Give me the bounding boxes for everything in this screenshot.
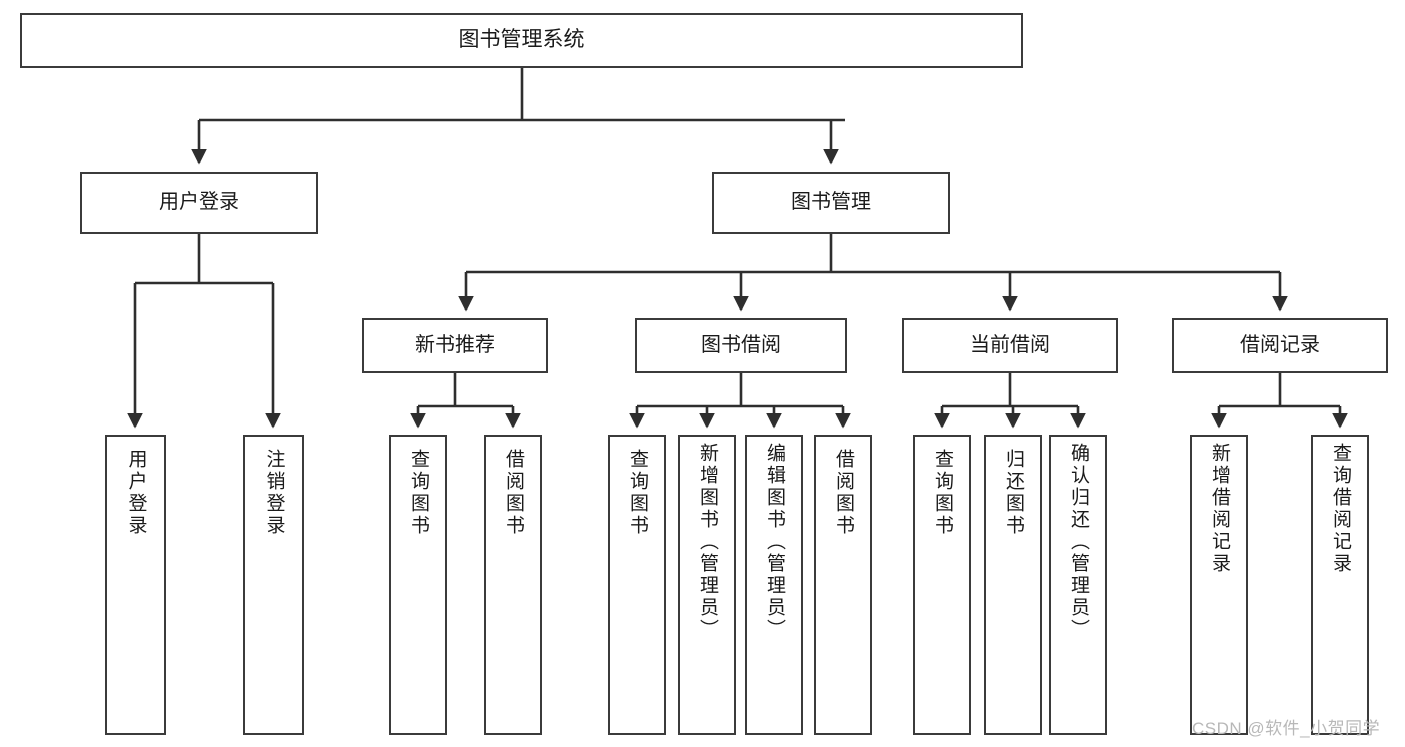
- node-leaf-confirm-return[interactable]: 确认归还（管理员）: [1049, 435, 1107, 735]
- node-leaf-return-book-label: 归还图书: [1002, 449, 1024, 537]
- node-current-borrow[interactable]: 当前借阅: [902, 318, 1118, 373]
- node-current-borrow-label: 当前借阅: [970, 333, 1050, 356]
- node-book-borrow-label: 图书借阅: [701, 333, 781, 356]
- node-borrow-record[interactable]: 借阅记录: [1172, 318, 1388, 373]
- node-leaf-borrow-book-1[interactable]: 借阅图书: [484, 435, 542, 735]
- node-leaf-add-book-label: 新增图书（管理员）: [696, 443, 718, 641]
- node-leaf-borrow-book-2[interactable]: 借阅图书: [814, 435, 872, 735]
- node-root-label: 图书管理系统: [458, 28, 585, 52]
- node-book-manage[interactable]: 图书管理: [712, 172, 950, 234]
- node-leaf-query-book-2[interactable]: 查询图书: [608, 435, 666, 735]
- csdn-watermark: CSDN @软件_小贺同学: [1192, 719, 1381, 738]
- node-borrow-record-label: 借阅记录: [1240, 333, 1320, 356]
- node-leaf-query-book-2-label: 查询图书: [626, 449, 648, 537]
- node-new-book-recommend[interactable]: 新书推荐: [362, 318, 548, 373]
- node-leaf-query-book-3-label: 查询图书: [931, 449, 953, 537]
- node-leaf-return-book[interactable]: 归还图书: [984, 435, 1042, 735]
- node-user-login[interactable]: 用户登录: [80, 172, 318, 234]
- node-book-borrow[interactable]: 图书借阅: [635, 318, 847, 373]
- node-leaf-query-book-3[interactable]: 查询图书: [913, 435, 971, 735]
- node-leaf-logout[interactable]: 注销登录: [243, 435, 304, 735]
- node-leaf-confirm-return-label: 确认归还（管理员）: [1067, 443, 1089, 641]
- node-leaf-query-record[interactable]: 查询借阅记录: [1311, 435, 1369, 735]
- node-leaf-logout-label: 注销登录: [263, 449, 285, 537]
- node-leaf-query-record-label: 查询借阅记录: [1329, 443, 1351, 575]
- node-user-login-label: 用户登录: [159, 191, 239, 214]
- node-leaf-edit-book-label: 编辑图书（管理员）: [763, 443, 785, 641]
- node-new-book-recommend-label: 新书推荐: [415, 333, 495, 356]
- node-leaf-edit-book[interactable]: 编辑图书（管理员）: [745, 435, 803, 735]
- node-leaf-add-record[interactable]: 新增借阅记录: [1190, 435, 1248, 735]
- node-leaf-query-book-1-label: 查询图书: [407, 449, 429, 537]
- node-leaf-user-login[interactable]: 用户登录: [105, 435, 166, 735]
- node-book-manage-label: 图书管理: [791, 191, 871, 214]
- node-root[interactable]: 图书管理系统: [20, 13, 1023, 68]
- node-leaf-add-book[interactable]: 新增图书（管理员）: [678, 435, 736, 735]
- node-leaf-add-record-label: 新增借阅记录: [1208, 443, 1230, 575]
- node-leaf-borrow-book-1-label: 借阅图书: [502, 449, 524, 537]
- node-leaf-query-book-1[interactable]: 查询图书: [389, 435, 447, 735]
- node-leaf-borrow-book-2-label: 借阅图书: [832, 449, 854, 537]
- node-leaf-user-login-label: 用户登录: [125, 449, 147, 537]
